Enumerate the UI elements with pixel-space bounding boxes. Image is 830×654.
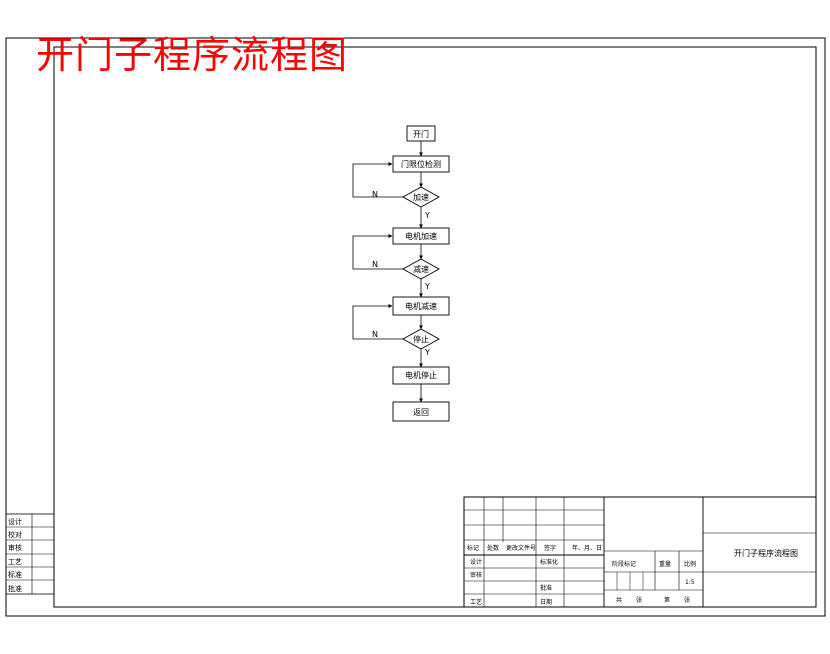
edge-label: N — [372, 260, 378, 269]
edge-d1-n2-loop — [352, 162, 403, 198]
sign-label: 批准 — [540, 584, 552, 592]
decision-label: 停止 — [413, 334, 429, 344]
edge-d2-n3-loop — [352, 234, 403, 270]
node-label: 电机停止 — [405, 370, 437, 380]
node-label: 电机减速 — [405, 301, 437, 311]
side-label: 标准 — [8, 570, 22, 579]
rev-header: 签字 — [544, 544, 556, 552]
sheet-no-unit: 张 — [684, 596, 690, 604]
node-box — [392, 366, 450, 385]
rev-header: 年、月、日 — [572, 544, 602, 552]
node-label: 门限位检测 — [401, 159, 441, 169]
title-block — [463, 496, 817, 608]
title-block-text: 标记 处数 更改文件号 签字 年、月、日 设计 审核 工艺 标准化 批准 日期 … — [467, 544, 798, 606]
decision-label: 加速 — [413, 192, 429, 202]
sign-label: 工艺 — [470, 598, 482, 606]
sign-label: 日期 — [540, 598, 552, 606]
decision-diamond — [402, 186, 440, 208]
side-label: 审核 — [8, 543, 22, 552]
node-box — [392, 227, 450, 245]
weight-label: 重量 — [659, 560, 671, 568]
sign-label: 审核 — [470, 571, 482, 579]
edge-label: Y — [424, 348, 430, 357]
rev-header: 处数 — [487, 544, 499, 552]
scale-value: 1:5 — [685, 579, 695, 586]
sheet-no-label: 第 — [664, 596, 670, 604]
edge-labels: Y N Y N Y N — [372, 190, 430, 357]
edge-label: Y — [424, 211, 430, 220]
scale-label: 比例 — [684, 560, 696, 568]
decision-diamond — [402, 328, 440, 350]
node-box — [392, 155, 450, 173]
side-label: 工艺 — [8, 558, 22, 566]
node-box — [406, 125, 436, 142]
flowchart-edges — [352, 141, 423, 403]
edge-label: Y — [424, 282, 430, 291]
outer-border — [5, 37, 826, 617]
sheets-total-label: 共 — [616, 596, 622, 604]
sheets-total-unit: 张 — [636, 596, 642, 604]
stage-label: 阶段标记 — [612, 560, 636, 568]
side-label: 设计 — [8, 517, 22, 526]
rev-header: 标记 — [467, 544, 479, 552]
side-label: 校对 — [8, 530, 22, 539]
side-signature-block: 设计 校对 审核 工艺 标准 批准 — [5, 513, 55, 595]
decision-diamond — [402, 258, 440, 280]
decision-label: 减速 — [413, 264, 429, 274]
edge-d3-n4-loop — [352, 304, 403, 340]
edge-label: N — [372, 190, 378, 199]
edge-label: N — [372, 330, 378, 339]
inner-frame — [53, 46, 817, 608]
side-label: 批准 — [8, 584, 22, 593]
page-title: 开门子程序流程图 — [36, 33, 349, 77]
node-label: 电机加速 — [405, 231, 437, 241]
flowchart-nodes: 开门 门限位检测 加速 电机加速 减速 电机减速 停止 电机停止 返回 — [392, 125, 450, 422]
drawing-name: 开门子程序流程图 — [734, 548, 798, 558]
sign-label: 标准化 — [540, 558, 558, 566]
node-label: 返回 — [413, 408, 429, 417]
node-box — [392, 401, 450, 422]
sign-label: 设计 — [470, 558, 482, 566]
node-label: 开门 — [413, 129, 429, 139]
rev-header: 更改文件号 — [506, 544, 536, 552]
node-box — [392, 296, 450, 316]
